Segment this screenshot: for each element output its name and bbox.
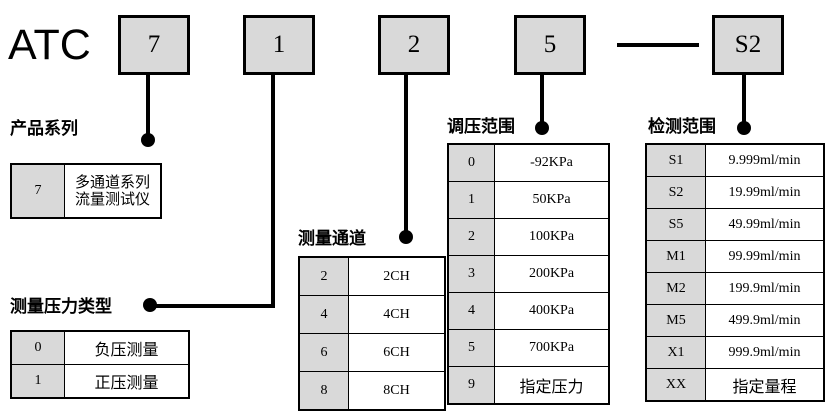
legend-table-pressure-range: 0 -92KPa 1 50KPa 2 100KPa 3 200KPa 4 400… [447,143,610,405]
caption-detection-range: 检测范围 [648,117,716,136]
table-row: M2 199.9ml/min [645,272,825,305]
connector-dot-channel [399,230,413,244]
dash-separator-icon [617,43,699,47]
legend-code-cell: M2 [645,272,706,305]
legend-code-cell: 4 [447,292,495,330]
connector-line-series [146,75,150,141]
legend-code-cell: 5 [447,329,495,367]
table-row: 6 6CH [298,333,446,372]
legend-code-cell: M5 [645,304,706,337]
legend-desc-cell: 499.9ml/min [705,304,825,337]
legend-code-cell: 0 [447,143,495,182]
legend-desc-cell: 400KPa [494,292,610,330]
model-code-box-detection-range[interactable]: S2 [712,15,784,75]
model-code-box-series[interactable]: 7 [118,15,190,75]
legend-code-cell: 2 [298,256,349,296]
legend-desc-cell: 50KPa [494,181,610,219]
brand-label: ATC [8,21,91,69]
model-code-box-channel[interactable]: 2 [378,15,450,75]
legend-desc-cell: 指定量程 [705,368,825,402]
table-row: S1 9.999ml/min [645,143,825,177]
legend-code-cell: XX [645,368,706,402]
connector-dot-pressure-range [535,121,549,135]
legend-desc-cell: 19.99ml/min [705,176,825,209]
legend-table-product-series: 7 多通道系列 流量测试仪 [10,163,162,219]
table-row: 2 2CH [298,256,446,296]
legend-code-cell: 2 [447,218,495,256]
legend-desc-cell: 199.9ml/min [705,272,825,305]
legend-table-measure-channel: 2 2CH 4 4CH 6 6CH 8 8CH [298,256,446,411]
table-row: M5 499.9ml/min [645,304,825,337]
connector-line-pressure-type-horizontal [150,304,275,308]
table-row: 1 50KPa [447,181,610,219]
model-code-box-pressure-type[interactable]: 1 [243,15,315,75]
legend-code-cell: 6 [298,333,349,372]
legend-desc-cell: 4CH [348,295,446,334]
table-row: 0 负压测量 [10,330,190,365]
table-row: 5 700KPa [447,329,610,367]
connector-dot-pressure-type [143,298,157,312]
connector-dot-detection-range [737,121,751,135]
table-row: M1 99.99ml/min [645,240,825,273]
legend-table-detection-range: S1 9.999ml/min S2 19.99ml/min S5 49.99ml… [645,143,825,402]
legend-code-cell: 1 [10,364,65,399]
legend-desc-cell: 指定压力 [494,366,610,405]
legend-code-cell: 3 [447,255,495,293]
caption-measure-channel: 测量通道 [298,229,366,248]
table-row: XX 指定量程 [645,368,825,402]
table-row: 1 正压测量 [10,364,190,399]
legend-code-cell: M1 [645,240,706,273]
connector-dot-series [141,133,155,147]
table-row: 2 100KPa [447,218,610,256]
legend-desc-line1: 多通道系列 [74,172,150,191]
legend-code-cell: S5 [645,208,706,241]
legend-desc-cell: 700KPa [494,329,610,367]
table-row: S2 19.99ml/min [645,176,825,209]
table-row: 8 8CH [298,371,446,411]
legend-desc-cell: 9.999ml/min [705,143,825,177]
table-row: 3 200KPa [447,255,610,293]
legend-desc-cell: 200KPa [494,255,610,293]
legend-desc-line2: 流量测试仪 [74,190,150,208]
legend-code-cell: S2 [645,176,706,209]
connector-line-detection-range [742,75,746,129]
legend-code-cell: 4 [298,295,349,334]
legend-code-cell: 0 [10,330,65,365]
table-row: X1 999.9ml/min [645,336,825,369]
legend-code-cell: 1 [447,181,495,219]
legend-table-pressure-type: 0 负压测量 1 正压测量 [10,330,190,399]
connector-line-pressure-range [540,75,544,129]
legend-desc-cell: 负压测量 [64,330,190,365]
caption-pressure-type: 测量压力类型 [10,297,112,316]
legend-desc-cell: -92KPa [494,143,610,182]
legend-code-cell: 9 [447,366,495,405]
table-row: 4 4CH [298,295,446,334]
legend-code-cell: 7 [10,163,65,219]
legend-desc-cell: 2CH [348,256,446,296]
table-row: 9 指定压力 [447,366,610,405]
table-row: S5 49.99ml/min [645,208,825,241]
table-row: 7 多通道系列 流量测试仪 [10,163,162,219]
legend-code-cell: 8 [298,371,349,411]
legend-desc-cell: 6CH [348,333,446,372]
caption-product-series: 产品系列 [10,119,78,138]
legend-desc-cell: 100KPa [494,218,610,256]
legend-desc-cell: 99.99ml/min [705,240,825,273]
legend-code-cell: S1 [645,143,706,177]
legend-desc-cell: 多通道系列 流量测试仪 [64,163,162,219]
legend-desc-cell: 8CH [348,371,446,411]
table-row: 0 -92KPa [447,143,610,182]
connector-line-channel [404,75,408,238]
connector-line-pressure-type-vertical [271,75,275,308]
legend-desc-cell: 正压测量 [64,364,190,399]
caption-pressure-range: 调压范围 [447,117,515,136]
table-row: 4 400KPa [447,292,610,330]
legend-desc-cell: 999.9ml/min [705,336,825,369]
model-code-box-pressure-range[interactable]: 5 [514,15,586,75]
legend-desc-cell: 49.99ml/min [705,208,825,241]
legend-code-cell: X1 [645,336,706,369]
